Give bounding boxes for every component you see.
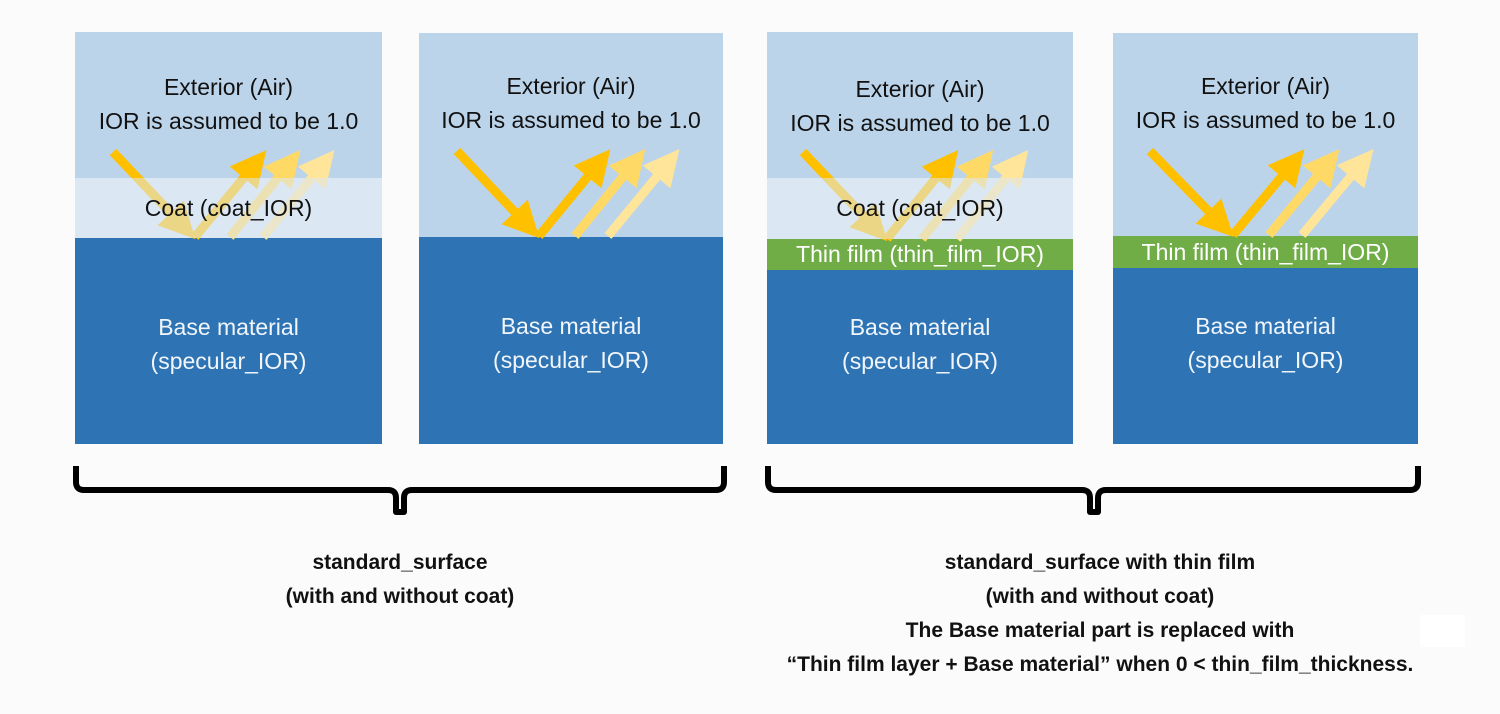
base-title: Base material bbox=[158, 314, 299, 340]
base-label: Base material (specular_IOR) bbox=[767, 310, 1073, 378]
coat-label: Coat (coat_IOR) bbox=[836, 195, 1004, 221]
left-caption: standard_surface (with and without coat) bbox=[150, 546, 650, 614]
thin-film-label: Thin film (thin_film_IOR) bbox=[796, 241, 1044, 267]
base-ior: (specular_IOR) bbox=[1187, 347, 1344, 373]
base-layer bbox=[767, 270, 1073, 444]
base-label: Base material (specular_IOR) bbox=[1113, 309, 1418, 377]
right-caption-title: standard_surface with thin film bbox=[944, 551, 1256, 574]
base-label: Base material (specular_IOR) bbox=[75, 310, 382, 378]
right-caption-note-line2: “Thin film layer + Base material” when 0… bbox=[786, 653, 1414, 676]
thin-film-layer bbox=[1113, 236, 1418, 268]
exterior-label: Exterior (Air) IOR is assumed to be 1.0 bbox=[767, 72, 1073, 140]
left-caption-title: standard_surface bbox=[312, 551, 488, 574]
exterior-title: Exterior (Air) bbox=[506, 73, 636, 99]
right-caption-subtitle: (with and without coat) bbox=[985, 585, 1215, 608]
base-layer bbox=[1113, 268, 1418, 444]
exterior-label: Exterior (Air) IOR is assumed to be 1.0 bbox=[419, 69, 723, 137]
exterior-label: Exterior (Air) IOR is assumed to be 1.0 bbox=[75, 70, 382, 138]
base-ior: (specular_IOR) bbox=[150, 348, 307, 374]
panel-standard-without-coat: Exterior (Air) IOR is assumed to be 1.0 … bbox=[419, 33, 723, 444]
thin-film-layer bbox=[767, 239, 1073, 270]
base-label: Base material (specular_IOR) bbox=[419, 309, 723, 377]
exterior-ior-note: IOR is assumed to be 1.0 bbox=[441, 107, 701, 133]
panel-thinfilm-with-coat: Exterior (Air) IOR is assumed to be 1.0 … bbox=[767, 32, 1073, 444]
exterior-title: Exterior (Air) bbox=[163, 74, 294, 100]
base-title: Base material bbox=[849, 314, 991, 340]
right-group-brace bbox=[765, 466, 1421, 515]
right-caption: standard_surface with thin film (with an… bbox=[700, 546, 1500, 682]
exterior-title: Exterior (Air) bbox=[1200, 73, 1331, 99]
left-caption-subtitle: (with and without coat) bbox=[285, 585, 515, 608]
panel-standard-with-coat: Exterior (Air) IOR is assumed to be 1.0 … bbox=[75, 32, 382, 444]
base-title: Base material bbox=[1195, 313, 1336, 339]
coat-label: Coat (coat_IOR) bbox=[144, 195, 313, 221]
blank-overlay-box bbox=[1420, 615, 1465, 647]
base-layer bbox=[419, 237, 723, 444]
exterior-ior-note: IOR is assumed to be 1.0 bbox=[98, 108, 359, 134]
exterior-title: Exterior (Air) bbox=[855, 76, 985, 102]
base-layer bbox=[75, 238, 382, 444]
base-title: Base material bbox=[500, 313, 642, 339]
thin-film-label: Thin film (thin_film_IOR) bbox=[1141, 239, 1390, 265]
right-caption-note-line1: The Base material part is replaced with bbox=[905, 619, 1295, 642]
base-ior: (specular_IOR) bbox=[842, 348, 998, 374]
base-ior: (specular_IOR) bbox=[493, 347, 649, 373]
exterior-label: Exterior (Air) IOR is assumed to be 1.0 bbox=[1113, 69, 1418, 137]
left-group-brace bbox=[73, 466, 727, 515]
exterior-ior-note: IOR is assumed to be 1.0 bbox=[790, 110, 1050, 136]
panel-thinfilm-without-coat: Exterior (Air) IOR is assumed to be 1.0 … bbox=[1113, 33, 1418, 444]
exterior-ior-note: IOR is assumed to be 1.0 bbox=[1135, 107, 1396, 133]
